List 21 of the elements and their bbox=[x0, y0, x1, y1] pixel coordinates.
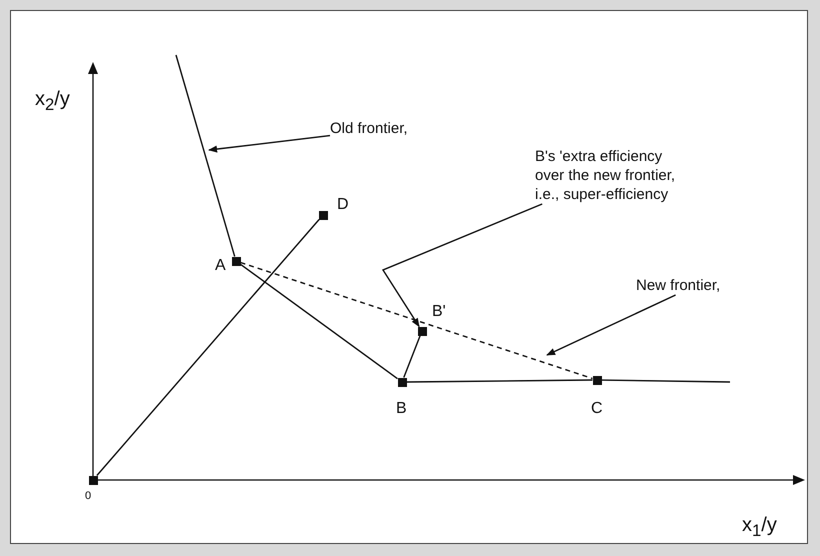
plot-line bbox=[602, 379, 730, 383]
point-label: C bbox=[591, 400, 603, 418]
plot-line bbox=[96, 219, 320, 476]
point-label: B' bbox=[432, 303, 446, 321]
callout-text: B's 'extra efficiency over the new frontier, i.e., super-efficiency bbox=[535, 147, 687, 204]
axis-label: x$_{1}$/y bbox=[742, 514, 777, 541]
callout-text: New frontier, bbox=[636, 276, 756, 295]
leader-line bbox=[382, 203, 542, 328]
axis-label: x$_{2}$/y bbox=[35, 88, 70, 115]
plot-line bbox=[240, 262, 593, 380]
point-label: B bbox=[396, 400, 407, 418]
plot-line bbox=[406, 379, 592, 383]
point-label: D bbox=[337, 196, 349, 214]
point-label: A bbox=[215, 257, 226, 275]
point-label: 0 bbox=[85, 490, 92, 502]
plot-line bbox=[240, 264, 398, 380]
leader-line bbox=[546, 294, 676, 356]
leader-line bbox=[208, 134, 330, 153]
plot-line bbox=[403, 335, 421, 378]
plot-line bbox=[175, 54, 236, 257]
callout-text: Old frontier, bbox=[330, 119, 450, 138]
